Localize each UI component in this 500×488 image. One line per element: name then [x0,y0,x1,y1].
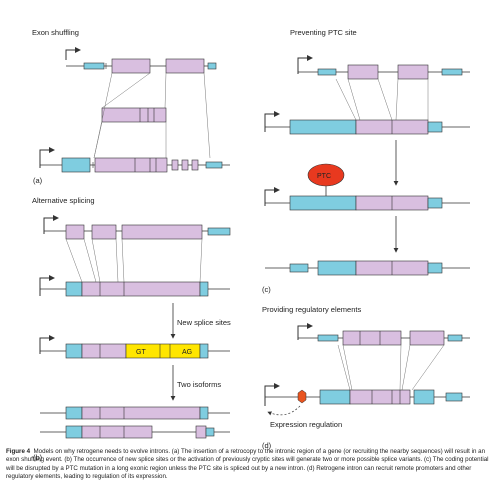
panel-a: Exon shuffling [32,28,230,185]
figure-caption: Figure 4 Models on why retrogene needs t… [6,448,494,482]
isoform-1 [65,406,83,420]
expression-regulation-label: Expression regulation [270,420,342,429]
exon-utr [83,62,105,70]
promoter-arrow-icon [297,55,313,74]
isoform-2 [65,425,83,439]
ptc-label: PTC [317,173,331,180]
caption-lead: Figure 4 [6,448,31,455]
panel-a-title: Exon shuffling [32,28,79,37]
promoter-arrow-icon [264,187,280,206]
caption-text: Models on why retrogene needs to evolve … [6,448,489,481]
panel-c-title: Preventing PTC site [290,28,357,37]
panel-b-title: Alternative splicing [32,196,95,205]
panel-c-label: (c) [262,285,271,294]
new-splice-sites-label: New splice sites [177,318,231,327]
exon [165,58,205,74]
panel-d: Providing regulatory elements Express [262,305,470,450]
panel-b-label: (b) [33,453,43,462]
two-isoforms-label: Two isoforms [177,380,221,389]
promoter-arrow-icon [297,323,313,340]
regulation-arrow-icon [267,405,301,416]
panel-a-top-gene [65,47,217,74]
exon [111,58,151,74]
promoter-arrow-icon [39,275,55,296]
panel-c: Preventing PTC site PTC [262,28,470,294]
retrocopy [101,107,167,123]
promoter-arrow-icon [264,111,280,132]
promoter-arrow-icon [264,383,280,406]
panel-b: Alternative splicing New splice sites [32,196,231,462]
promoter-arrow-icon [39,335,55,354]
panel-a-label: (a) [33,176,43,185]
gt-site-label: GT [136,349,146,356]
panel-d-label: (d) [262,441,272,450]
promoter-arrow-icon [43,215,59,234]
promoter-arrow-icon [39,147,55,168]
ag-site-label: AG [182,349,192,356]
panel-a-bottom-gene [39,147,230,173]
regulatory-element-icon [297,389,307,404]
panel-d-title: Providing regulatory elements [262,305,361,314]
promoter-arrow-icon [65,47,81,60]
